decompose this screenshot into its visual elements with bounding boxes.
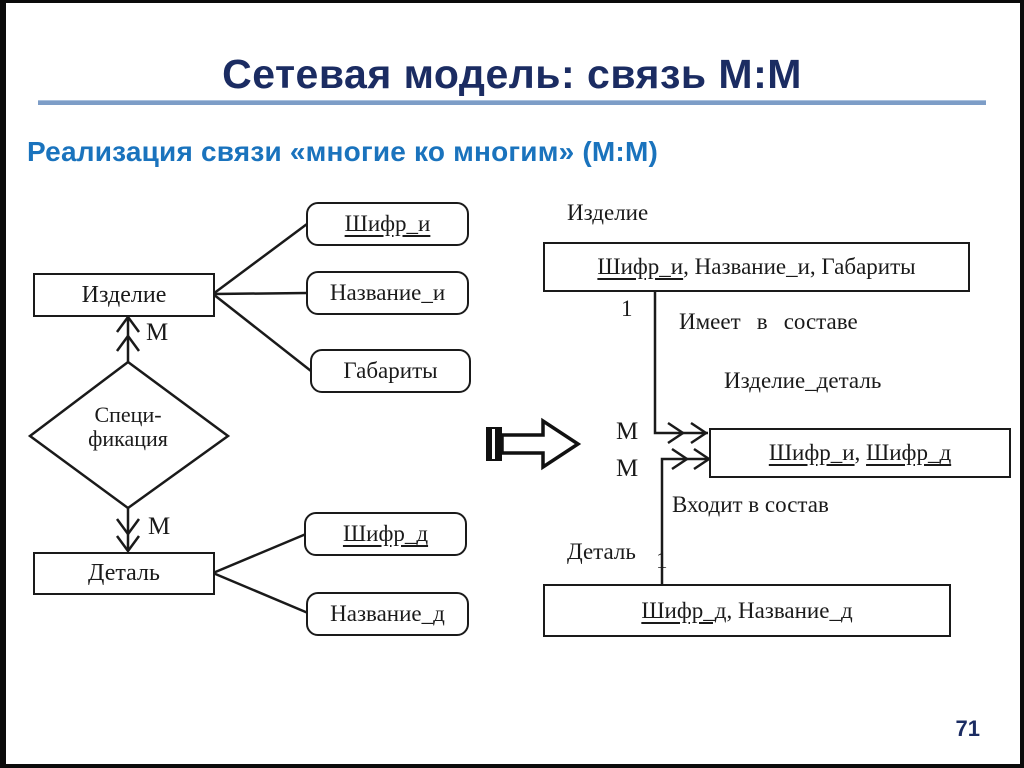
er-attr-part-code: Шифр_д	[304, 512, 467, 556]
network-part-record: Шифр_д, Название_д	[543, 584, 951, 637]
network-product-record-key: Шифр_и	[597, 254, 684, 279]
network-cardinality-one-top: 1	[621, 296, 633, 321]
network-cardinality-one-bottom: 1	[656, 548, 668, 573]
network-part-record-rest: , Название_д	[726, 597, 853, 623]
network-link-record-key1: Шифр_и	[768, 440, 855, 465]
er-entity-part: Деталь	[33, 552, 215, 595]
er-entity-product-label: Изделие	[81, 281, 167, 308]
er-attr-part-code-label: Шифр_д	[342, 521, 429, 546]
er-entity-part-label: Деталь	[88, 560, 160, 586]
er-attr-part-name: Название_д	[306, 592, 469, 636]
er-relationship-label: Специ- фикация	[58, 403, 198, 451]
network-link-record-separator: ,	[854, 440, 867, 465]
er-attr-product-code: Шифр_и	[306, 202, 469, 246]
er-relationship-label-line2: фикация	[88, 426, 168, 451]
transform-block-arrow	[486, 417, 582, 471]
er-attr-product-dimensions-label: Габариты	[343, 358, 438, 383]
er-cardinality-bottom: М	[148, 513, 171, 540]
er-bottom-many-arrow	[115, 508, 141, 554]
slide-title: Сетевая модель: связь М:М	[222, 51, 802, 98]
er-relationship-label-line1: Специ-	[94, 402, 162, 427]
network-link-record: Шифр_и, Шифр_д	[709, 428, 1011, 478]
er-attr-product-name: Название_и	[306, 271, 469, 315]
er-entity-product: Изделие	[33, 273, 215, 317]
network-link-entity-label: Изделие_деталь	[724, 368, 882, 393]
er-top-many-arrow	[115, 314, 141, 363]
network-product-label: Изделие	[567, 200, 649, 225]
network-bottom-link	[660, 447, 712, 590]
network-product-record-rest: , Название_и, Габариты	[683, 254, 916, 279]
network-link-record-key2: Шифр_д	[866, 440, 952, 465]
title-divider-rule	[38, 100, 986, 105]
network-part-record-key: Шифр_д	[641, 597, 727, 623]
slide-subtitle: Реализация связи «многие ко многим» (М:М…	[27, 136, 658, 167]
er-attribute-connectors	[212, 222, 312, 615]
network-cardinality-many-bottom: М	[616, 455, 639, 482]
network-cardinality-many-top: М	[616, 418, 639, 445]
er-attr-product-code-label: Шифр_и	[344, 211, 431, 236]
network-product-record: Шифр_и, Название_и, Габариты	[543, 242, 970, 292]
er-attr-part-name-label: Название_д	[330, 601, 445, 626]
er-attr-product-name-label: Название_и	[329, 280, 446, 305]
network-part-label: Деталь	[567, 539, 636, 564]
er-attr-product-dimensions: Габариты	[310, 349, 471, 393]
page-number: 71	[955, 716, 980, 741]
network-relation-bottom-label: Входит в состав	[672, 492, 829, 517]
network-top-link	[653, 292, 709, 445]
network-relation-top-label: Имеет в составе	[679, 309, 858, 334]
er-cardinality-top: М	[146, 319, 169, 346]
